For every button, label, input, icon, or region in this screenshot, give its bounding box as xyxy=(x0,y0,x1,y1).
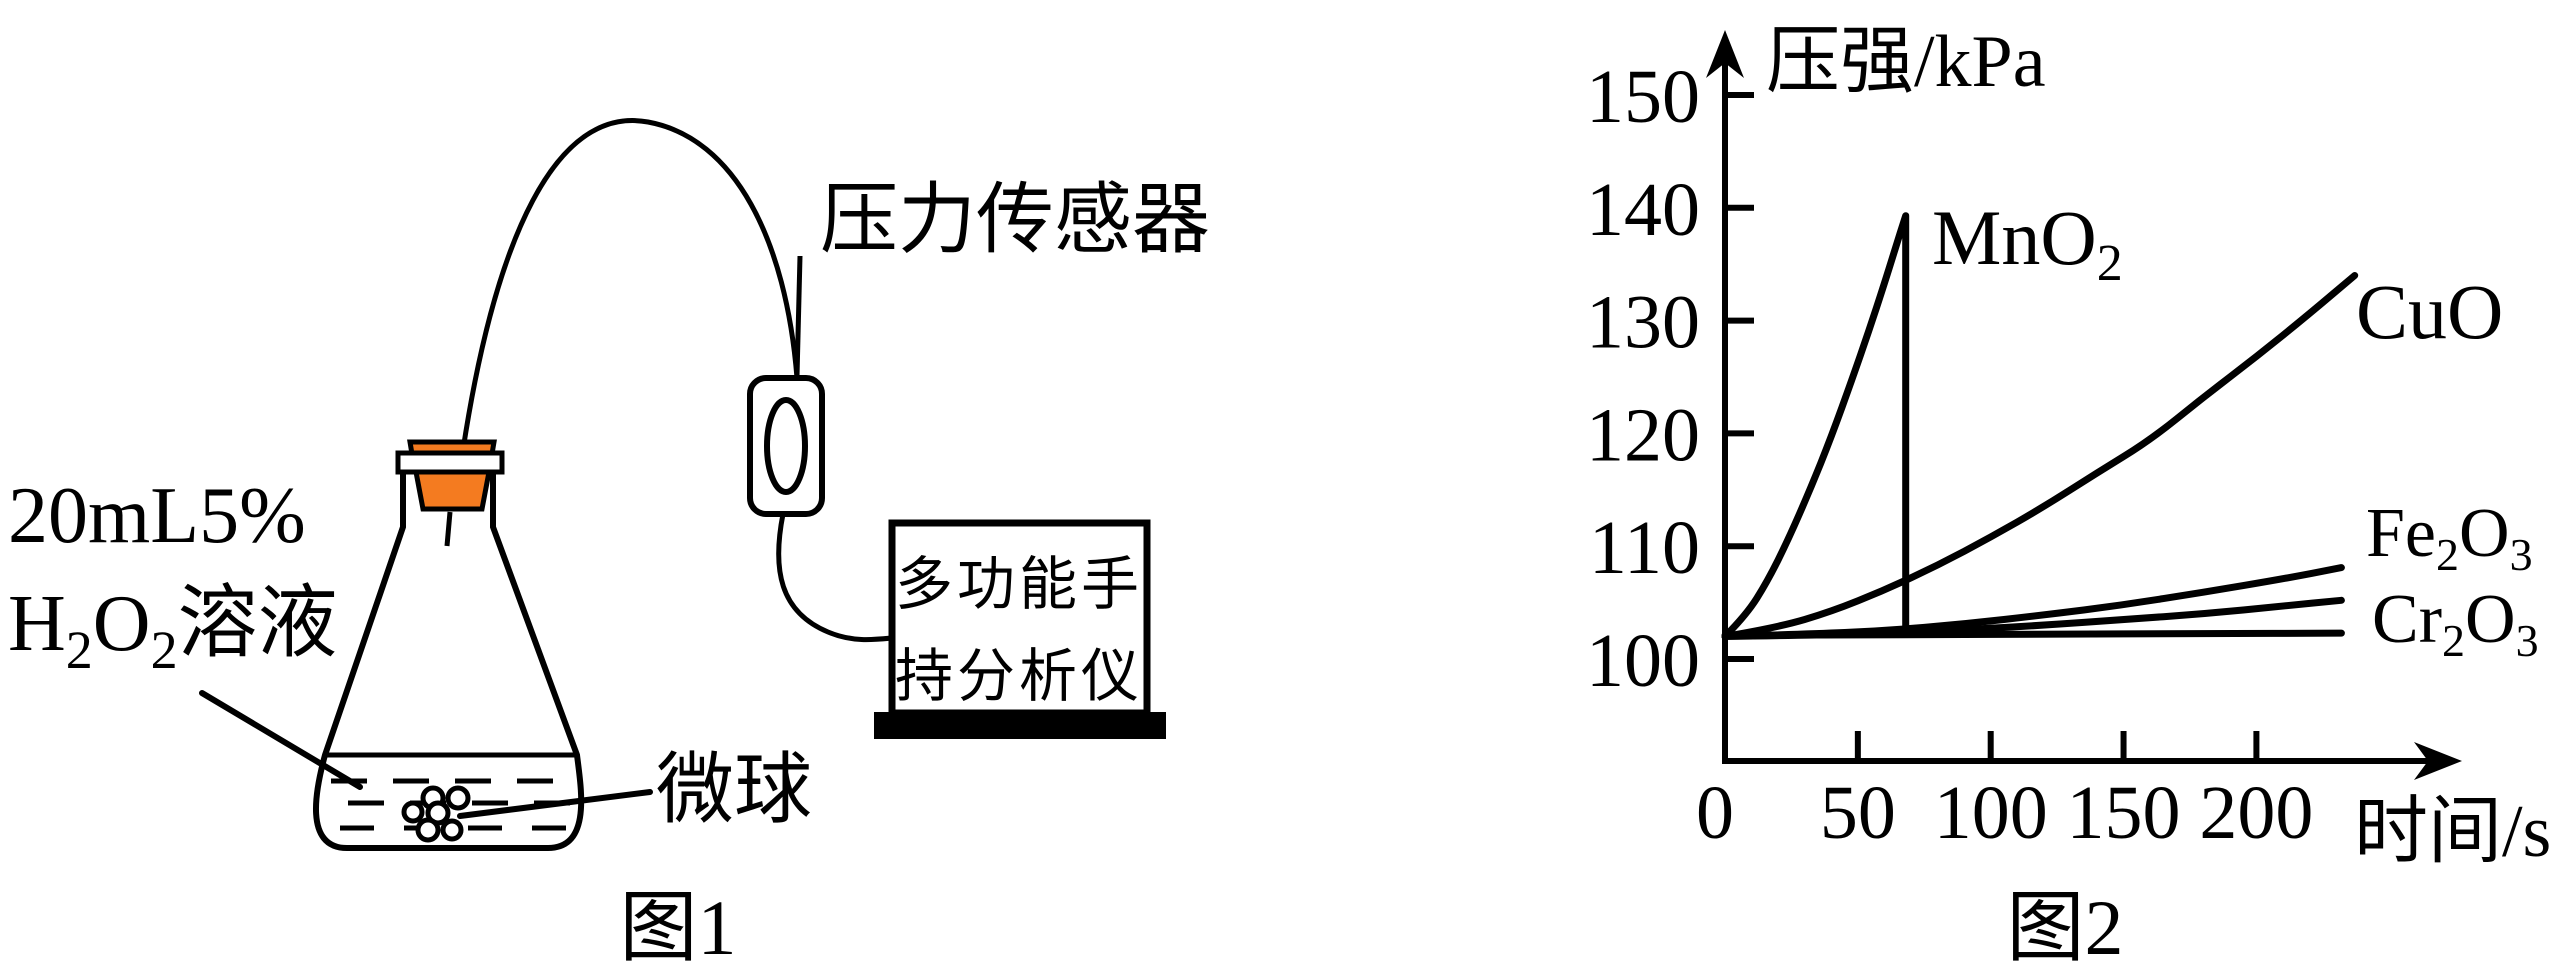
microsphere xyxy=(440,818,464,842)
microsphere xyxy=(401,800,425,824)
microsphere-leader-line xyxy=(457,789,653,819)
x-tick-label: 200 xyxy=(2199,771,2313,855)
series-label-mno2: MnO2 xyxy=(1932,194,2123,292)
x-axis-title: 时间/s xyxy=(2354,791,2551,873)
solution-label-line1: 20mL5% xyxy=(8,472,306,560)
analyzer-base xyxy=(874,712,1166,739)
stopper-plug xyxy=(412,469,493,512)
analyzer-label-line2: 持分析仪 xyxy=(895,644,1143,709)
gas-tube xyxy=(460,118,800,451)
microspheres xyxy=(401,785,471,843)
series-label-cuo: CuO xyxy=(2356,268,2503,355)
solution-label-line2: H2O2溶液 xyxy=(8,580,338,680)
curve-uncatalyzed-baseline xyxy=(1721,629,2345,639)
x-tick-label: 100 xyxy=(1934,771,2048,855)
x-tick-label: 0 xyxy=(1696,771,1734,855)
microsphere-label: 微球 xyxy=(656,746,812,833)
microsphere xyxy=(445,785,471,811)
pressure-sensor xyxy=(747,375,825,517)
sensor-leader-line xyxy=(794,255,803,377)
tube-inside-flask xyxy=(444,511,453,547)
figure1-apparatus: 多功能手 持分析仪 20mL5% H2O2溶液 微球 压力传感器 图1 xyxy=(8,118,1210,971)
pressure-sensor-label: 压力传感器 xyxy=(820,176,1210,263)
x-tick-label: 50 xyxy=(1820,771,1896,855)
microsphere xyxy=(415,817,441,843)
curve-MnO2 xyxy=(1721,212,1910,640)
x-tick-label: 150 xyxy=(2067,771,2181,855)
x-axis-arrow-icon xyxy=(2414,742,2462,780)
y-tick-label: 140 xyxy=(1586,168,1700,252)
y-tick-label: 130 xyxy=(1586,281,1700,365)
analyzer-label-line1: 多功能手 xyxy=(895,552,1143,617)
y-axis-arrow-icon xyxy=(1706,30,1744,78)
stopper-collar xyxy=(395,450,505,475)
series-label-cr2o3: Cr2O3 xyxy=(2372,581,2539,666)
y-tick-label: 100 xyxy=(1586,619,1700,703)
y-tick-label: 110 xyxy=(1589,506,1700,590)
y-axis-title: 压强/kPa xyxy=(1766,21,2046,103)
series-label-fe2o3: Fe2O3 xyxy=(2366,495,2533,580)
y-tick-label: 120 xyxy=(1586,393,1700,477)
figure2-caption: 图2 xyxy=(2006,884,2123,971)
solution-leader-line xyxy=(199,690,363,790)
sensor-wire xyxy=(776,513,893,643)
figure1-caption: 图1 xyxy=(619,884,736,971)
pressure-sensor-window xyxy=(764,397,808,495)
y-tick-label: 150 xyxy=(1586,55,1700,139)
curve-CuO xyxy=(1721,272,2359,640)
